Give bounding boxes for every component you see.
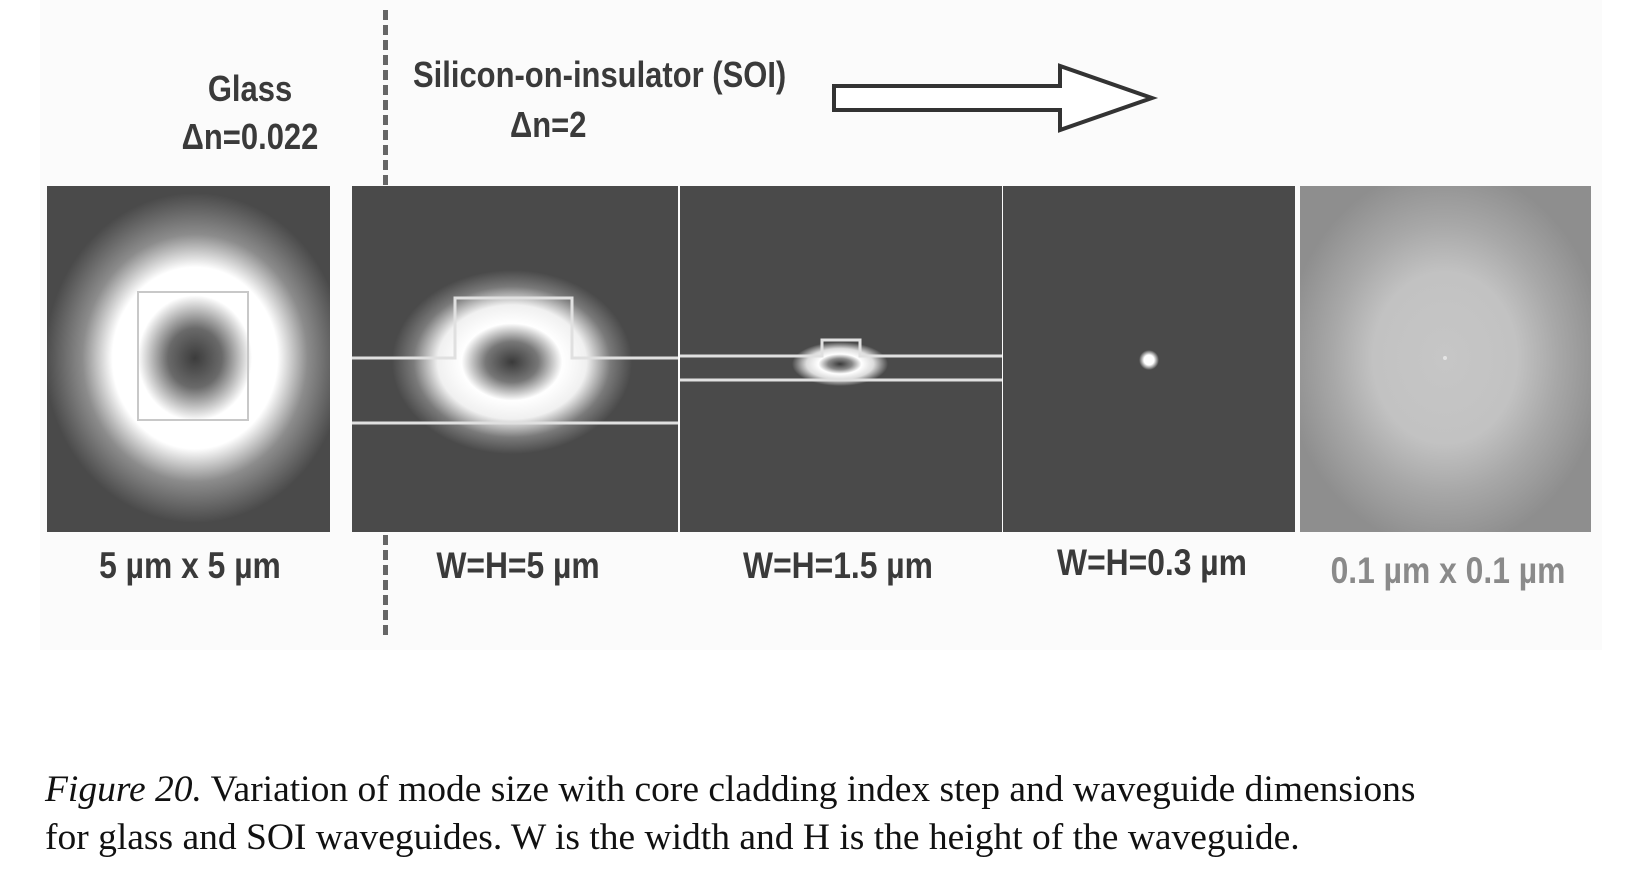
panel-label-soi-0-1um: 0.1 µm x 0.1 µm: [1330, 550, 1566, 591]
mode-panel-glass: [47, 186, 330, 532]
mode-panel-soi-5um: [352, 186, 678, 532]
mode-panel-soi-1-5um: [680, 186, 1002, 532]
glass-heading: Glass Δn=0.022: [143, 68, 358, 158]
caption-text-2: for glass and SOI waveguides. W is the w…: [45, 817, 1300, 858]
figure-image: Glass Δn=0.022 Silicon-on-insulator (SOI…: [40, 0, 1602, 650]
caption-text-1: Variation of mode size with core claddin…: [201, 769, 1416, 810]
panel-label-soi-0-3um: W=H=0.3 µm: [1057, 542, 1247, 583]
mode-panel-soi-0-1um: [1300, 186, 1591, 532]
panel-label-glass: 5 µm x 5 µm: [99, 545, 281, 586]
glass-heading-delta-n: Δn=0.022: [181, 116, 319, 157]
caption-figure-number: Figure 20.: [45, 769, 202, 810]
figure-caption: Figure 20. Variation of mode size with c…: [45, 766, 1605, 862]
caption-line-1: Figure 20. Variation of mode size with c…: [45, 766, 1605, 814]
glass-heading-title: Glass: [207, 68, 293, 109]
soi-heading-title: Silicon-on-insulator (SOI): [413, 54, 787, 95]
panel-label-soi-1-5um: W=H=1.5 µm: [743, 545, 933, 586]
panel-label-soi-5um: W=H=5 µm: [436, 545, 600, 586]
soi-heading-delta-n: Δn=2: [510, 104, 587, 145]
mode-panel-soi-0-3um: [1003, 186, 1295, 532]
right-arrow-icon: [832, 63, 1159, 133]
